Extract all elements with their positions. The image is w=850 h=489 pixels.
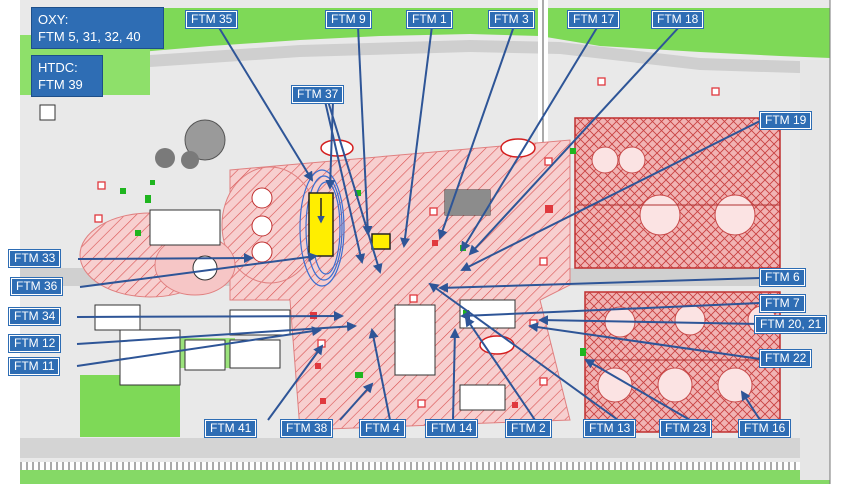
label-ftm36: FTM 36 xyxy=(11,278,63,295)
label-ftm19: FTM 19 xyxy=(760,112,812,129)
label-ftm12: FTM 12 xyxy=(9,335,61,352)
road-bottom xyxy=(20,438,830,458)
legend-htdc-title: HTDC: xyxy=(38,60,78,75)
tank-white xyxy=(192,255,218,281)
label-ftm34: FTM 34 xyxy=(9,308,61,325)
label-ftm22: FTM 22 xyxy=(760,350,812,367)
label-ftm4: FTM 4 xyxy=(360,420,405,437)
label-ftm23: FTM 23 xyxy=(660,420,712,437)
railway-vertical xyxy=(538,0,548,180)
label-ftm1: FTM 1 xyxy=(407,11,452,28)
highlight-yellow-main xyxy=(308,192,334,257)
tank-farm-north xyxy=(574,117,781,269)
process-unit-nw xyxy=(184,119,226,161)
label-ftm18: FTM 18 xyxy=(652,11,704,28)
highlight-yellow-small xyxy=(371,233,391,250)
legend-htdc: HTDC: FTM 39 xyxy=(31,55,103,97)
label-ftm41: FTM 41 xyxy=(205,420,257,437)
label-ftm11: FTM 11 xyxy=(9,358,60,375)
label-ftm7: FTM 7 xyxy=(760,295,805,312)
label-ftm16: FTM 16 xyxy=(739,420,791,437)
outer-white xyxy=(0,0,20,484)
label-ftm33: FTM 33 xyxy=(9,250,61,267)
legend-oxy-value: FTM 5, 31, 32, 40 xyxy=(38,29,141,44)
label-ftm14: FTM 14 xyxy=(426,420,478,437)
process-unit-small xyxy=(155,148,175,168)
label-ftm2: FTM 2 xyxy=(506,420,551,437)
label-ftm38: FTM 38 xyxy=(281,420,333,437)
legend-oxy: OXY: FTM 5, 31, 32, 40 xyxy=(31,7,164,49)
legend-oxy-title: OXY: xyxy=(38,12,69,27)
label-ftm9: FTM 9 xyxy=(326,11,371,28)
label-ftm37: FTM 37 xyxy=(292,86,344,103)
road-top xyxy=(150,40,830,74)
label-ftm3: FTM 3 xyxy=(489,11,534,28)
legend-htdc-value: FTM 39 xyxy=(38,77,83,92)
label-ftm20-21: FTM 20, 21 xyxy=(755,316,827,333)
label-ftm13: FTM 13 xyxy=(584,420,636,437)
label-ftm35: FTM 35 xyxy=(186,11,238,28)
label-ftm17: FTM 17 xyxy=(568,11,620,28)
green-belt-bottom xyxy=(20,470,830,484)
railway-bottom xyxy=(20,462,830,470)
pointer-arrows xyxy=(76,25,761,421)
label-ftm6: FTM 6 xyxy=(760,269,805,286)
